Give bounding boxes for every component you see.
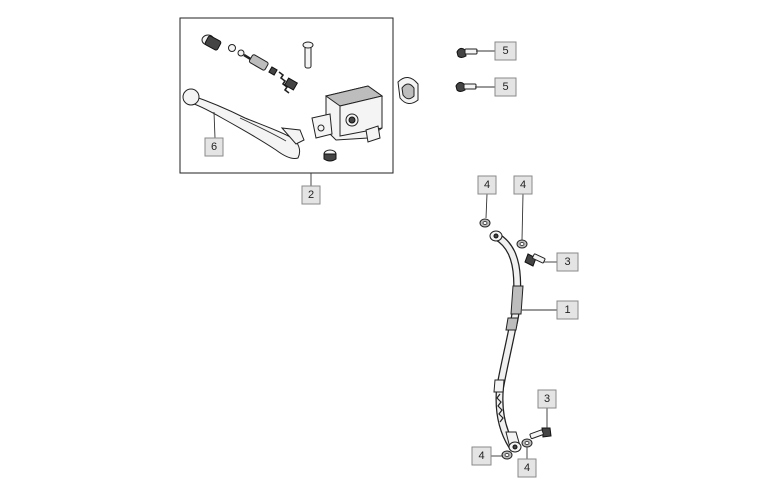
callout-banjo-bolt-lower-text: 3 <box>544 393 550 405</box>
callout-banjo-bolt-lower: 3 <box>537 389 557 409</box>
callout-screw-lower-text: 5 <box>502 81 508 93</box>
handlebar-clamp <box>397 77 419 104</box>
brake-hose <box>492 232 524 450</box>
brake-lever <box>182 88 305 159</box>
callout-washer-lower-left: 4 <box>471 446 492 466</box>
callout-washer-lower-right-text: 4 <box>524 462 530 474</box>
master-cylinder-body <box>311 85 384 143</box>
callout-master-cylinder-assembly-text: 2 <box>308 189 314 201</box>
washer-upper-right <box>516 239 528 249</box>
master-cylinder-assembly-frame <box>179 17 394 174</box>
leader-washer-upper-right <box>521 193 524 241</box>
callout-washer-lower-left-text: 4 <box>478 450 484 462</box>
leader-lever <box>213 111 216 139</box>
callout-washer-lower-right: 4 <box>517 458 537 478</box>
washer-lower-left <box>501 450 513 460</box>
piston-parts <box>201 34 299 94</box>
callout-lever: 6 <box>204 137 224 157</box>
banjo-fitting-upper <box>489 230 503 242</box>
reservoir-cap <box>323 149 337 162</box>
callout-banjo-bolt-upper: 3 <box>556 252 579 272</box>
callout-screw-lower: 5 <box>494 77 517 97</box>
washer-lower-right <box>521 438 533 448</box>
callout-banjo-bolt-upper-text: 3 <box>564 256 570 268</box>
callout-washer-upper-left-text: 4 <box>484 179 490 191</box>
clamp-screw-upper <box>456 47 478 58</box>
washer-upper-left <box>479 218 491 228</box>
callout-lever-text: 6 <box>211 141 217 153</box>
clamp-screw-lower <box>455 81 477 92</box>
callout-screw-upper: 5 <box>494 41 517 61</box>
callout-screw-upper-text: 5 <box>502 45 508 57</box>
callout-washer-upper-right: 4 <box>513 175 533 195</box>
banjo-fitting-lower <box>508 441 522 453</box>
callout-hose-text: 1 <box>564 304 570 316</box>
callout-hose: 1 <box>556 300 579 320</box>
banjo-bolt-lower <box>529 427 552 440</box>
callout-master-cylinder-assembly: 2 <box>301 185 321 205</box>
leader-washer-upper-left <box>485 193 488 219</box>
banjo-bolt-upper <box>524 253 546 267</box>
pivot-pin <box>302 41 314 69</box>
callout-washer-upper-left: 4 <box>477 175 497 195</box>
callout-washer-upper-right-text: 4 <box>520 179 526 191</box>
